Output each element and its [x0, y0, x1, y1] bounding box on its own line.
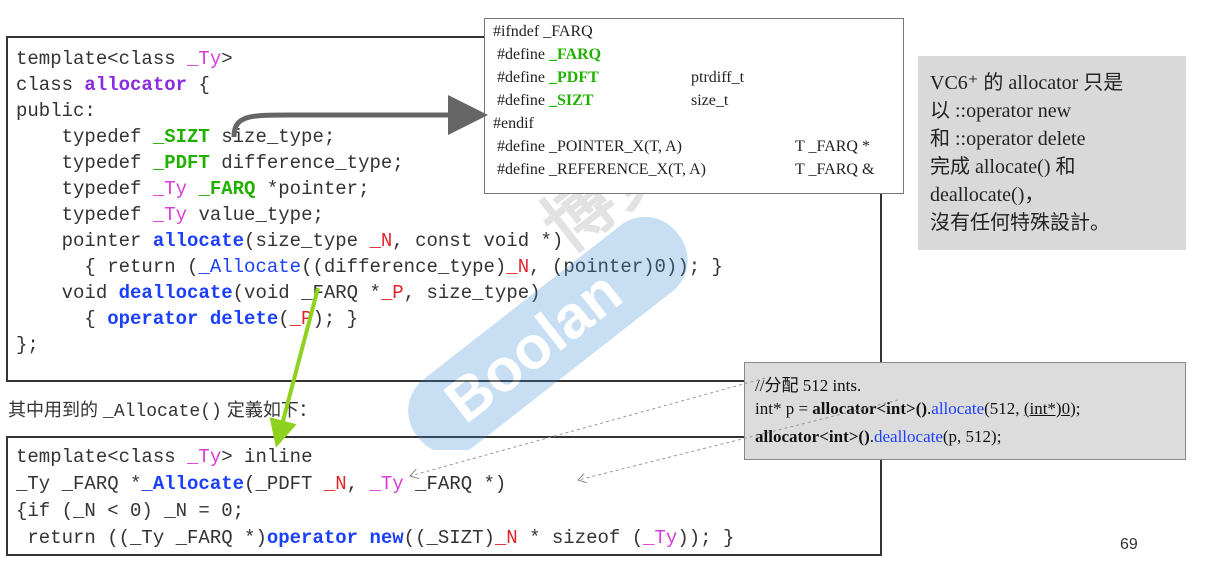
- page-number: 69: [1120, 536, 1138, 553]
- macro-definitions-box: #ifndef _FARQ #define _FARQ #define _PDF…: [484, 18, 904, 194]
- def-line: #define _PDFT: [497, 69, 599, 86]
- note-line: 完成 allocate() 和: [930, 156, 1076, 178]
- def-value: T _FARQ &: [795, 161, 875, 178]
- example-line: //分配 512 ints.: [755, 376, 862, 395]
- def-value: size_t: [691, 92, 729, 109]
- def-line: #define _FARQ: [497, 46, 602, 63]
- def-line: #ifndef _FARQ: [493, 23, 593, 40]
- caption: 其中用到的 _Allocate() 定義如下：: [8, 400, 317, 422]
- def-line: #define _SIZT: [497, 92, 594, 109]
- def-value: ptrdiff_t: [691, 69, 745, 86]
- note-line: 沒有任何特殊設計。: [930, 212, 1110, 234]
- usage-example-box: //分配 512 ints. int* p = allocator<int>()…: [744, 362, 1186, 460]
- note-line: VC6⁺ 的 allocator 只是: [930, 72, 1124, 94]
- example-line: allocator<int>().deallocate(p, 512);: [755, 427, 1002, 446]
- def-value: T _FARQ *: [795, 138, 870, 155]
- note-line: deallocate()，: [930, 184, 1045, 206]
- note-line: 和 ::operator delete: [930, 128, 1086, 150]
- note-box: VC6⁺ 的 allocator 只是 以 ::operator new 和 :…: [918, 56, 1186, 250]
- def-line: #define _POINTER_X(T, A): [497, 138, 682, 155]
- allocate-function-code: template<class _Ty> inline _Ty _FARQ *_A…: [16, 446, 735, 549]
- def-line: #define _REFERENCE_X(T, A): [497, 161, 707, 178]
- def-line: #endif: [493, 115, 534, 132]
- example-line: int* p = allocator<int>().allocate(512, …: [755, 399, 1081, 418]
- note-line: 以 ::operator new: [930, 100, 1072, 122]
